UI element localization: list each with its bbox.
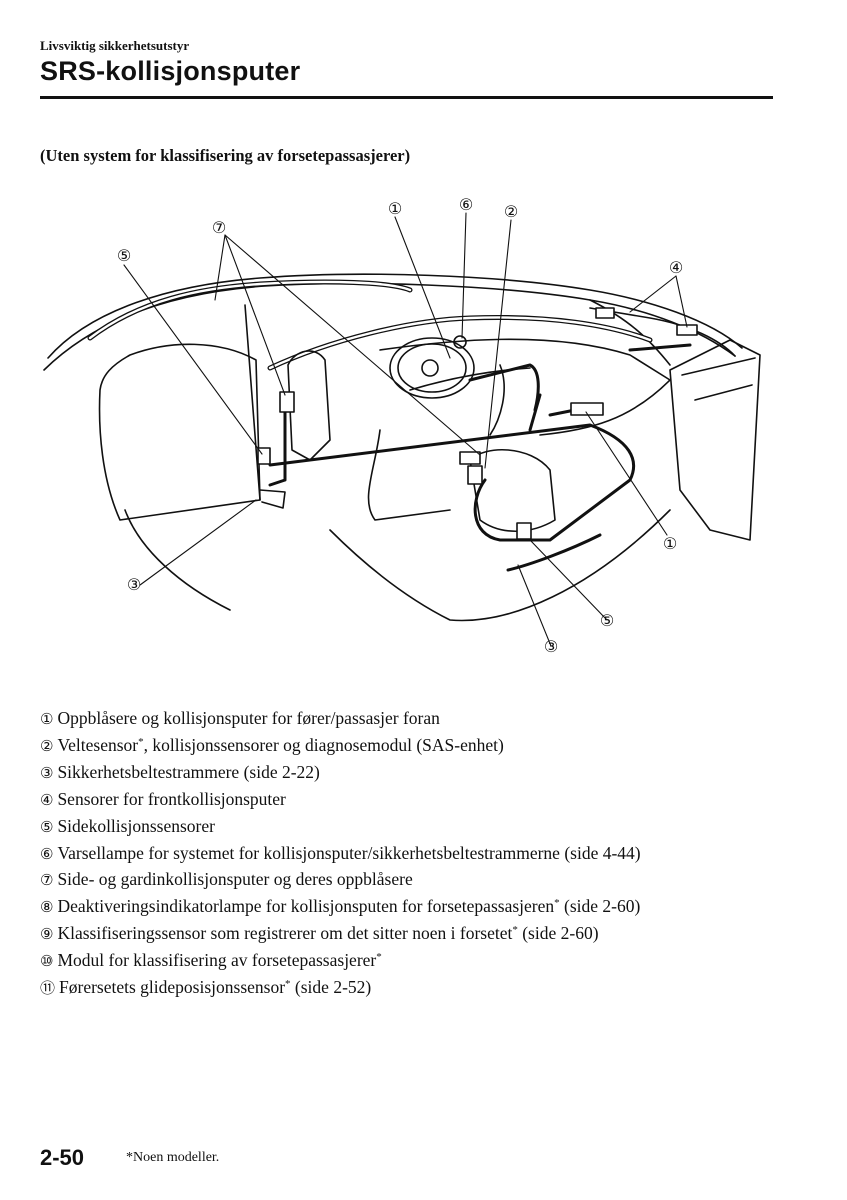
floor-outline xyxy=(329,509,671,622)
passenger-seat xyxy=(469,449,556,533)
front-door xyxy=(669,339,761,541)
srs-airbag-diagram: ① ⑥ ② ⑦ ⑤ ④ ① ③ ⑤ ③ xyxy=(43,195,761,656)
rear-door-outline xyxy=(98,343,261,521)
callout-1-top: ① xyxy=(388,199,402,218)
callout-7-top: ⑦ xyxy=(212,218,226,237)
callout-2-top: ② xyxy=(504,202,518,221)
roof-line xyxy=(47,273,743,359)
page-title: SRS-kollisjonsputer xyxy=(40,56,301,86)
callout-5-right: ⑤ xyxy=(600,611,614,630)
footnote: *Noen modeller. xyxy=(126,1150,220,1165)
page-number: 2-50 xyxy=(40,1145,85,1170)
section-label: Livsviktig sikkerhetsutstyr xyxy=(40,38,190,53)
steering-wheel xyxy=(389,337,475,399)
callout-1-right: ① xyxy=(663,534,677,553)
diagram-subtitle: (Uten system for klassifisering av forse… xyxy=(40,146,411,165)
driver-seat xyxy=(287,350,331,461)
callout-3-bottom: ③ xyxy=(544,637,558,656)
callout-4-top: ④ xyxy=(669,258,683,277)
title-rule xyxy=(40,96,773,99)
leader-lines xyxy=(123,212,688,647)
callout-5-top: ⑤ xyxy=(117,246,131,265)
callouts: ① ⑥ ② ⑦ ⑤ ④ ① ③ ⑤ ③ xyxy=(117,195,683,656)
callout-6-top: ⑥ xyxy=(459,195,473,214)
callout-3-left: ③ xyxy=(127,575,141,594)
dashboard xyxy=(379,338,671,436)
